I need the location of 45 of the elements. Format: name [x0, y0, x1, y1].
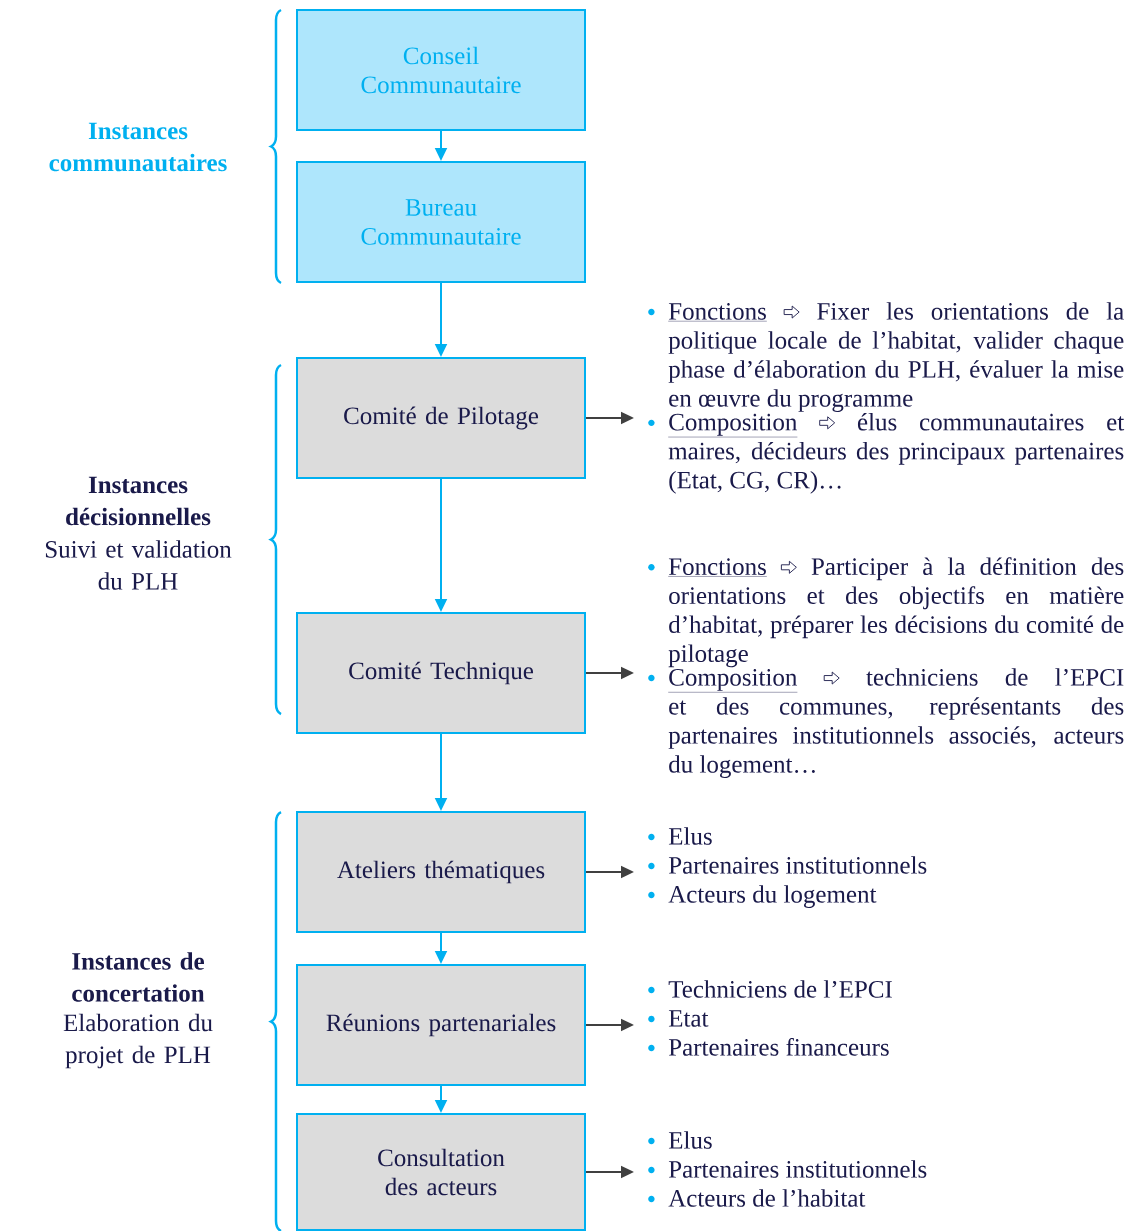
- process-box: Consultation des acteurs: [296, 1113, 586, 1231]
- process-box: Conseil Communautaire: [296, 9, 586, 131]
- bullet-list: Fonctions Fixer les orientations de la politique locale de l’habitat, valider chaque phase d’élaboration du PLH, évaluer la mise en œuvre du programme Composition élus communautaires et maires, décideurs des principaux partenaires (Etat, CG, CR)…: [648, 302, 1125, 494]
- node-label: en œuvre du programme: [669, 389, 913, 412]
- group-label: Elaboration du projet de PLH: [63, 1013, 213, 1069]
- bullet-list: Fonctions Participer à la définition des orientations et des objectifs en matière d’habitat, préparer les décisions du comité de pilotage Composition techniciens de l’EPCI et des communes, représentants des partenaires institutionnels associés, acteurs du logement…: [648, 557, 1124, 778]
- bullet-list: Techniciens de l’EPCI Etat Partenaires financeurs: [648, 980, 892, 1056]
- bullet-list: Elus Partenaires institutionnels Acteurs de l’habitat: [648, 1131, 927, 1207]
- node-label: maires, décideurs des principaux partenaires: [668, 441, 1124, 465]
- group-label: Suivi et validation du PLH: [45, 540, 232, 590]
- bullet-list: Elus Partenaires institutionnels Acteurs du logement: [648, 827, 927, 908]
- node-label: phase d’élaboration du PLH, évaluer la mise: [668, 360, 1124, 383]
- node-label: techniciens de l’EPCI: [866, 668, 1124, 686]
- node-label: Acteurs du logement: [668, 885, 877, 908]
- node-label: Composition: [669, 413, 798, 436]
- node-label: Etat: [668, 1010, 709, 1027]
- node-label: Fixer les orientations de la: [817, 302, 1124, 320]
- group-label: Instances décisionnelles: [66, 476, 211, 526]
- group-label: Instances communautaires: [49, 122, 227, 172]
- node-label: Partenaires institutionnels: [668, 856, 927, 874]
- node-label: du logement…: [669, 755, 815, 778]
- node-label: Elus: [668, 1131, 712, 1149]
- node-label: Partenaires financeurs: [668, 1037, 889, 1056]
- node-label: Techniciens de l’EPCI: [668, 980, 892, 998]
- node-label: élus communautaires et: [857, 412, 1125, 431]
- process-box: Réunions partenariales: [296, 964, 586, 1086]
- node-label: partenaires institutionnels associés, acteurs: [668, 726, 1124, 749]
- node-label: Elus: [668, 827, 712, 845]
- node-label: d’habitat, préparer les décisions du comité de: [669, 615, 1124, 639]
- node-label: Acteurs de l’habitat: [668, 1189, 866, 1207]
- process-box: Comité Technique: [296, 612, 586, 734]
- process-box: Comité de Pilotage: [296, 357, 586, 479]
- node-label: Fonctions: [668, 303, 766, 320]
- process-box: Ateliers thématiques: [296, 811, 586, 933]
- node-label: et des communes, représentants des: [669, 697, 1124, 720]
- node-label: pilotage: [668, 644, 748, 668]
- node-label: Composition: [669, 669, 798, 691]
- node-label: Fonctions: [668, 558, 766, 576]
- node-label: politique locale de l’habitat, valider chaque: [668, 331, 1124, 354]
- process-box: Bureau Communautaire: [296, 161, 586, 283]
- node-label: (Etat, CG, CR)…: [669, 470, 841, 494]
- group-label: Instances de concertation: [72, 952, 205, 1002]
- node-label: Participer à la définition des: [811, 557, 1124, 581]
- node-label: Partenaires institutionnels: [668, 1160, 927, 1178]
- node-label: orientations et des objectifs en matière: [669, 586, 1124, 610]
